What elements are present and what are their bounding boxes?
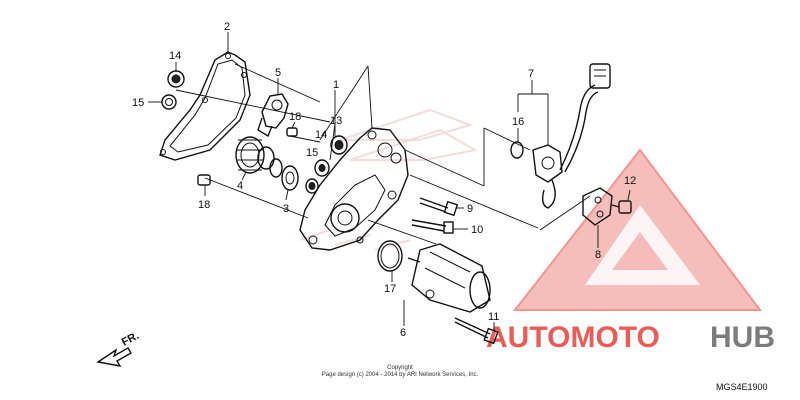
front-direction-arrow: FR. [96, 330, 141, 367]
front-direction-label: FR. [120, 330, 141, 349]
bearing-part-13[interactable] [314, 159, 330, 177]
bolt-part-11[interactable] [454, 317, 499, 345]
watermark-brand-gray: HUB [710, 321, 775, 354]
callout-17: 17 [384, 283, 396, 295]
bolt-part-10[interactable] [411, 219, 454, 234]
copyright-title: Copyright [387, 365, 413, 371]
callout-8: 8 [595, 249, 601, 261]
watermark-logo [512, 148, 762, 311]
callout-4: 4 [237, 180, 243, 192]
callout-14-center: 14 [315, 129, 327, 141]
callout-11: 11 [488, 311, 499, 323]
callout-18-lower: 18 [198, 199, 210, 211]
callout-7: 7 [528, 68, 534, 80]
shift-motor-part-6[interactable] [407, 243, 491, 313]
dowel-pin-part-18-lower[interactable] [197, 174, 211, 186]
callout-5: 5 [275, 67, 281, 79]
callout-13: 13 [330, 115, 342, 127]
bearing-part-14-left[interactable] [167, 70, 185, 88]
callout-3: 3 [283, 203, 289, 215]
callout-18-upper: 18 [289, 111, 301, 123]
gasket-part-2[interactable] [159, 51, 251, 161]
gear-part-4[interactable] [235, 136, 275, 174]
seal-part-15-center[interactable] [305, 178, 319, 194]
dowel-pin-part-18-upper[interactable] [286, 127, 298, 137]
copyright-detail: Page design (c) 2004 - 2014 by ARI Netwo… [321, 372, 479, 378]
callout-2: 2 [224, 21, 230, 33]
shift-arm-part-5[interactable] [257, 93, 289, 138]
bracket-part-8[interactable] [582, 187, 613, 226]
copyright-notice: Copyright Page design (c) 2004 - 2014 by… [300, 365, 500, 379]
bearing-part-14-center[interactable] [330, 135, 348, 155]
o-ring-part-17[interactable] [377, 240, 403, 272]
bolt-part-12[interactable] [611, 200, 632, 214]
seal-part-15-left[interactable] [161, 94, 177, 110]
callout-15-center: 15 [306, 147, 318, 159]
o-ring-part-16[interactable] [510, 141, 524, 159]
diagram-code: MGS4E1900 [716, 382, 768, 392]
leader-lines [148, 32, 631, 330]
callout-9: 9 [467, 203, 473, 215]
callout-10: 10 [471, 224, 483, 236]
callout-15-left: 15 [132, 97, 144, 109]
bolt-part-9[interactable] [419, 197, 459, 217]
callout-1: 1 [333, 79, 339, 91]
gear-part-3[interactable] [269, 158, 299, 191]
callout-16: 16 [512, 116, 524, 128]
callout-12: 12 [624, 175, 636, 187]
watermark-brand-red: AUTOMOTO [486, 321, 660, 354]
callout-labels: 1 2 3 4 5 6 7 8 9 10 11 12 13 14 14 15 1… [132, 21, 636, 339]
sensor-part-7[interactable] [532, 63, 611, 209]
callout-14-left: 14 [169, 50, 181, 62]
callout-6: 6 [400, 327, 406, 339]
